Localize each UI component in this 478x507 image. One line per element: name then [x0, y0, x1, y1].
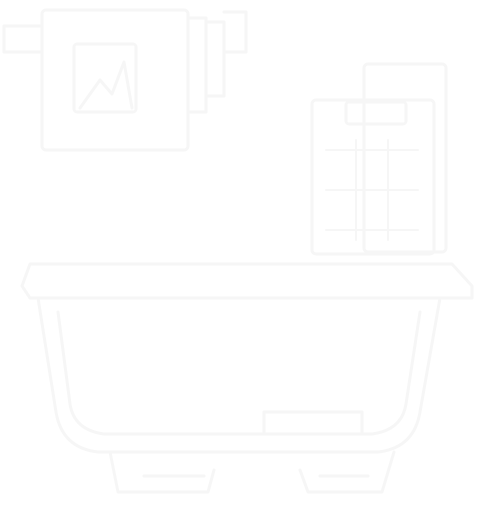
document-left-flap	[2, 24, 44, 54]
tray-handle-slot	[262, 410, 364, 436]
picture-document	[2, 8, 248, 152]
picture-frame	[72, 42, 138, 114]
picture-mountain-icon	[78, 60, 134, 110]
document-side-tab	[204, 20, 226, 98]
tray-rim	[20, 262, 474, 300]
tray	[20, 262, 474, 494]
grid-document	[310, 62, 448, 256]
document-folded-corner	[186, 16, 208, 114]
grid-document-back-sheet	[362, 62, 448, 254]
grid-document-table	[325, 139, 419, 241]
tray-foot-left	[108, 450, 216, 494]
tray-body	[36, 296, 442, 454]
tray-inner-line	[56, 310, 422, 436]
grid-document-header	[344, 100, 408, 126]
tray-foot-right	[298, 450, 396, 494]
grid-document-outline	[310, 98, 436, 256]
document-top-flag	[222, 10, 248, 54]
picture-document-outline	[40, 8, 190, 152]
